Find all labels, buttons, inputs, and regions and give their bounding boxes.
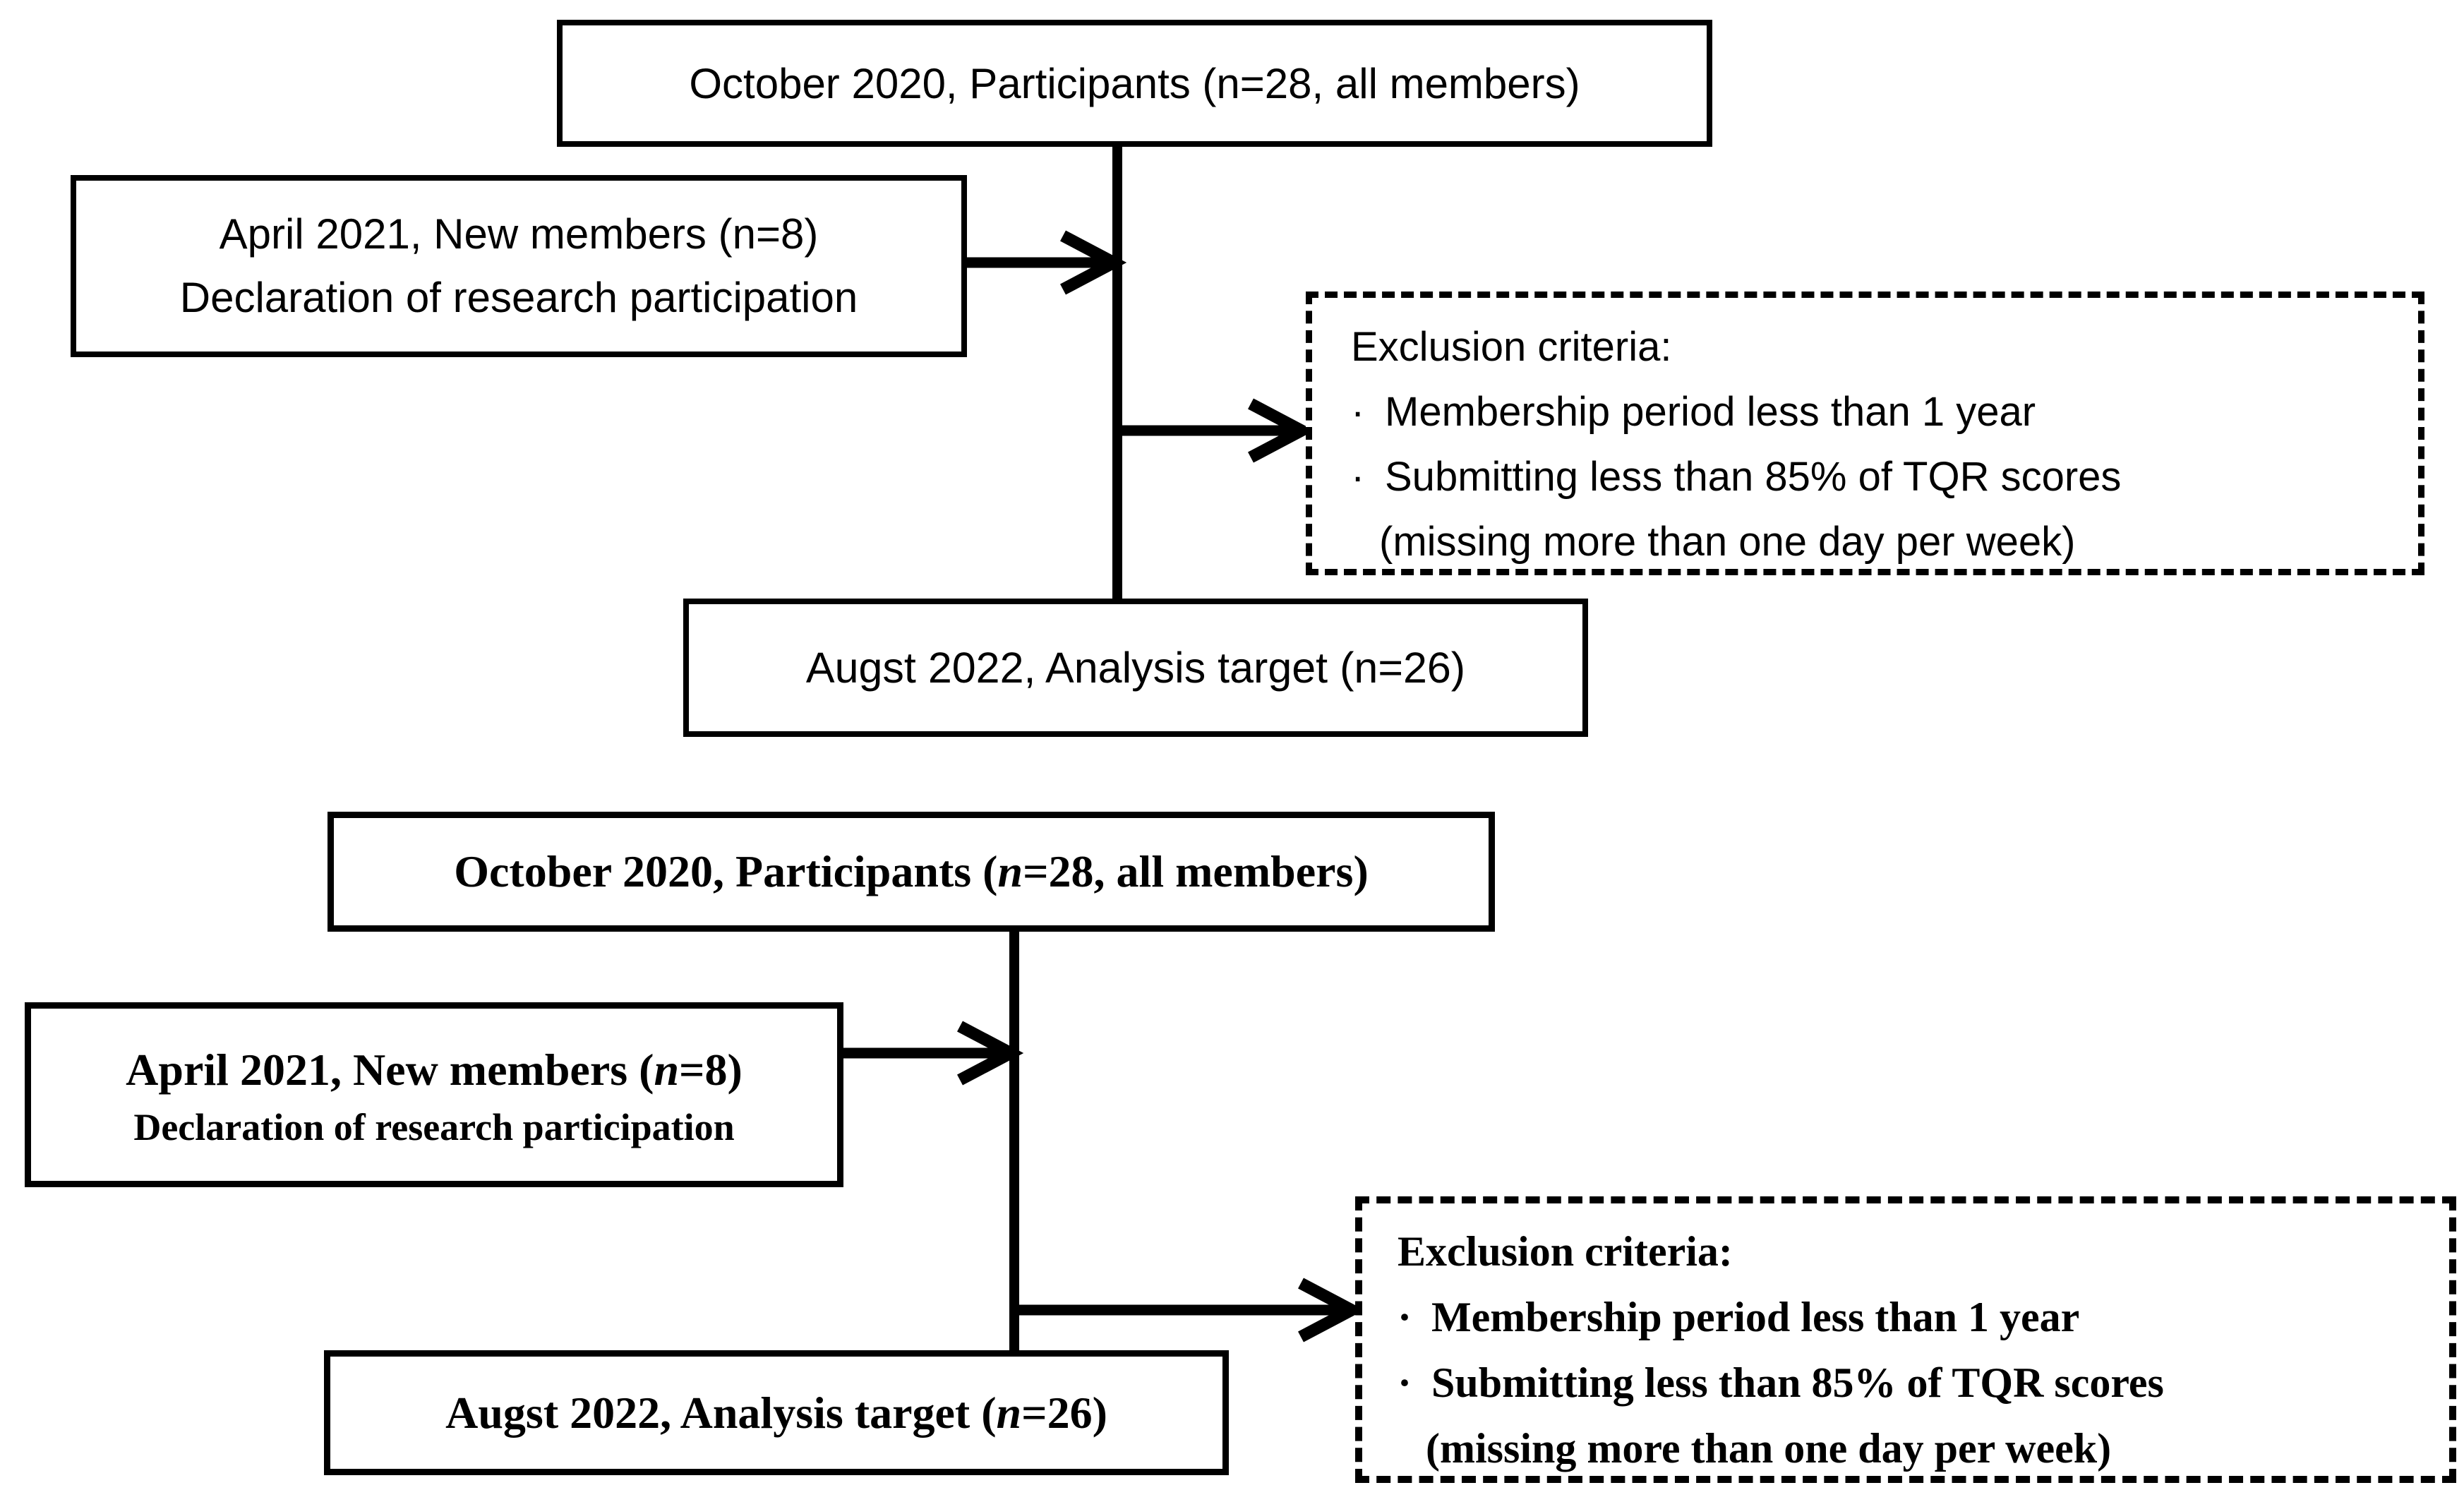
arrow-exclusion-head-bottom: [1298, 1278, 1365, 1342]
new-members-line1: April 2021, New members (n=8): [126, 1038, 743, 1103]
arrow-exclusion-head-top: [1248, 398, 1315, 463]
bullet-dot-icon: ·: [1398, 1294, 1412, 1340]
new-members-box: April 2021, New members (n=8) Declaratio…: [25, 1002, 843, 1187]
exclusion-bullet-2-text: Submitting less than 85% of TQR scores: [1431, 1359, 2164, 1406]
exclusion-title: Exclusion criteria:: [1351, 324, 1672, 370]
analysis-target-box: Augst 2022, Analysis target (n=26): [683, 599, 1588, 737]
analysis-target-label: Augst 2022, Analysis target (n=26): [805, 644, 1466, 692]
exclusion-bullet-2-text: Submitting less than 85% of TQR scores: [1385, 454, 2122, 500]
arrow-new-members-head-top: [1060, 230, 1127, 295]
arrow-new-members-head-bottom: [957, 1021, 1024, 1086]
exclusion-bullet-1: · Membership period less than 1 year: [1398, 1285, 2449, 1350]
exclusion-criteria-box: Exclusion criteria: · Membership period l…: [1306, 292, 2424, 575]
bullet-dot-icon: ·: [1398, 1359, 1412, 1406]
new-members-box: April 2021, New members (n=8) Declaratio…: [71, 175, 967, 357]
exclusion-bullet-1: · Membership period less than 1 year: [1351, 380, 2418, 445]
participants-box: October 2020, Participants (n=28, all me…: [327, 812, 1495, 932]
analysis-target-label: Augst 2022, Analysis target (n=26): [445, 1387, 1107, 1439]
exclusion-bullet-1-text: Membership period less than 1 year: [1385, 389, 2036, 435]
exclusion-title: Exclusion criteria:: [1398, 1228, 1733, 1275]
italic-n: n: [996, 1387, 1022, 1438]
label-post: =28, all members): [1023, 846, 1369, 896]
new-members-line1: April 2021, New members (n=8): [219, 210, 819, 258]
label-pre: October 2020, Participants (: [454, 846, 998, 896]
new-members-line2: Declaration of research participation: [133, 1106, 735, 1148]
exclusion-bullet-2: · Submitting less than 85% of TQR scores: [1351, 445, 2418, 510]
exclusion-note: (missing more than one day per week): [1379, 519, 2076, 565]
italic-n: n: [997, 846, 1023, 896]
bullet-dot-icon: ·: [1351, 389, 1365, 435]
label-pre: Augst 2022, Analysis target (: [445, 1387, 997, 1438]
participants-box: October 2020, Participants (n=28, all me…: [557, 20, 1712, 147]
label-pre: April 2021, New members (: [126, 1045, 654, 1095]
exclusion-criteria-box: Exclusion criteria: · Membership period l…: [1355, 1196, 2456, 1483]
participants-label: October 2020, Participants (n=28, all me…: [689, 59, 1580, 107]
participants-label: October 2020, Participants (n=28, all me…: [454, 846, 1369, 898]
exclusion-note: (missing more than one day per week): [1426, 1425, 2112, 1472]
new-members-line2: Declaration of research participation: [179, 274, 858, 321]
exclusion-bullet-1-text: Membership period less than 1 year: [1431, 1294, 2080, 1340]
analysis-target-box: Augst 2022, Analysis target (n=26): [324, 1350, 1229, 1475]
bullet-dot-icon: ·: [1351, 454, 1365, 500]
label-post: =8): [679, 1045, 743, 1095]
label-post: =26): [1021, 1387, 1107, 1438]
exclusion-bullet-2: · Submitting less than 85% of TQR scores: [1398, 1350, 2449, 1416]
italic-n: n: [654, 1045, 680, 1095]
